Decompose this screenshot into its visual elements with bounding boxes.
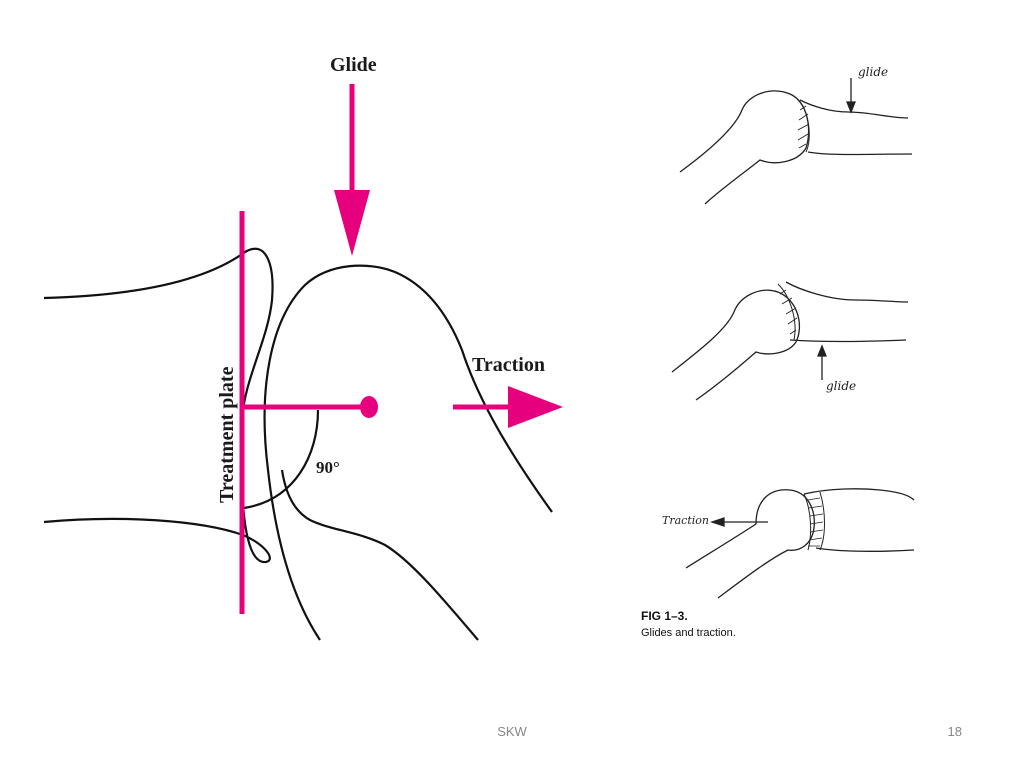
angle-label: 90° xyxy=(316,458,340,477)
right-figure-sketches xyxy=(671,78,915,599)
panel-3-joint xyxy=(685,488,915,599)
page-number: 18 xyxy=(947,724,962,739)
panel-1-joint xyxy=(679,78,913,205)
traction-label: Traction xyxy=(472,354,545,376)
panel-2-joint xyxy=(671,281,909,401)
concave-bone-upper xyxy=(43,247,274,421)
treatment-plate-label: Treatment plate xyxy=(216,366,238,503)
footer-author: SKW xyxy=(497,724,527,739)
figure-caption: FIG 1–3. Glides and traction. xyxy=(641,608,736,642)
convex-bone-head xyxy=(263,264,553,641)
bone-outlines xyxy=(43,247,553,641)
panel-2-glide-label: glide xyxy=(826,379,856,393)
panel-3-traction-label: Traction xyxy=(662,514,709,527)
glide-label: Glide xyxy=(330,54,377,76)
convex-bone-shaft xyxy=(280,469,479,641)
traction-arrow-head xyxy=(508,386,563,428)
figure-caption-text: Glides and traction. xyxy=(641,627,736,639)
glide-arrow-head xyxy=(334,190,370,256)
concave-bone-lower xyxy=(43,469,271,564)
figure-number: FIG 1–3. xyxy=(641,609,688,623)
angle-arc xyxy=(243,409,320,510)
center-dot xyxy=(360,396,378,418)
panel-1-glide-label: glide xyxy=(858,65,888,79)
